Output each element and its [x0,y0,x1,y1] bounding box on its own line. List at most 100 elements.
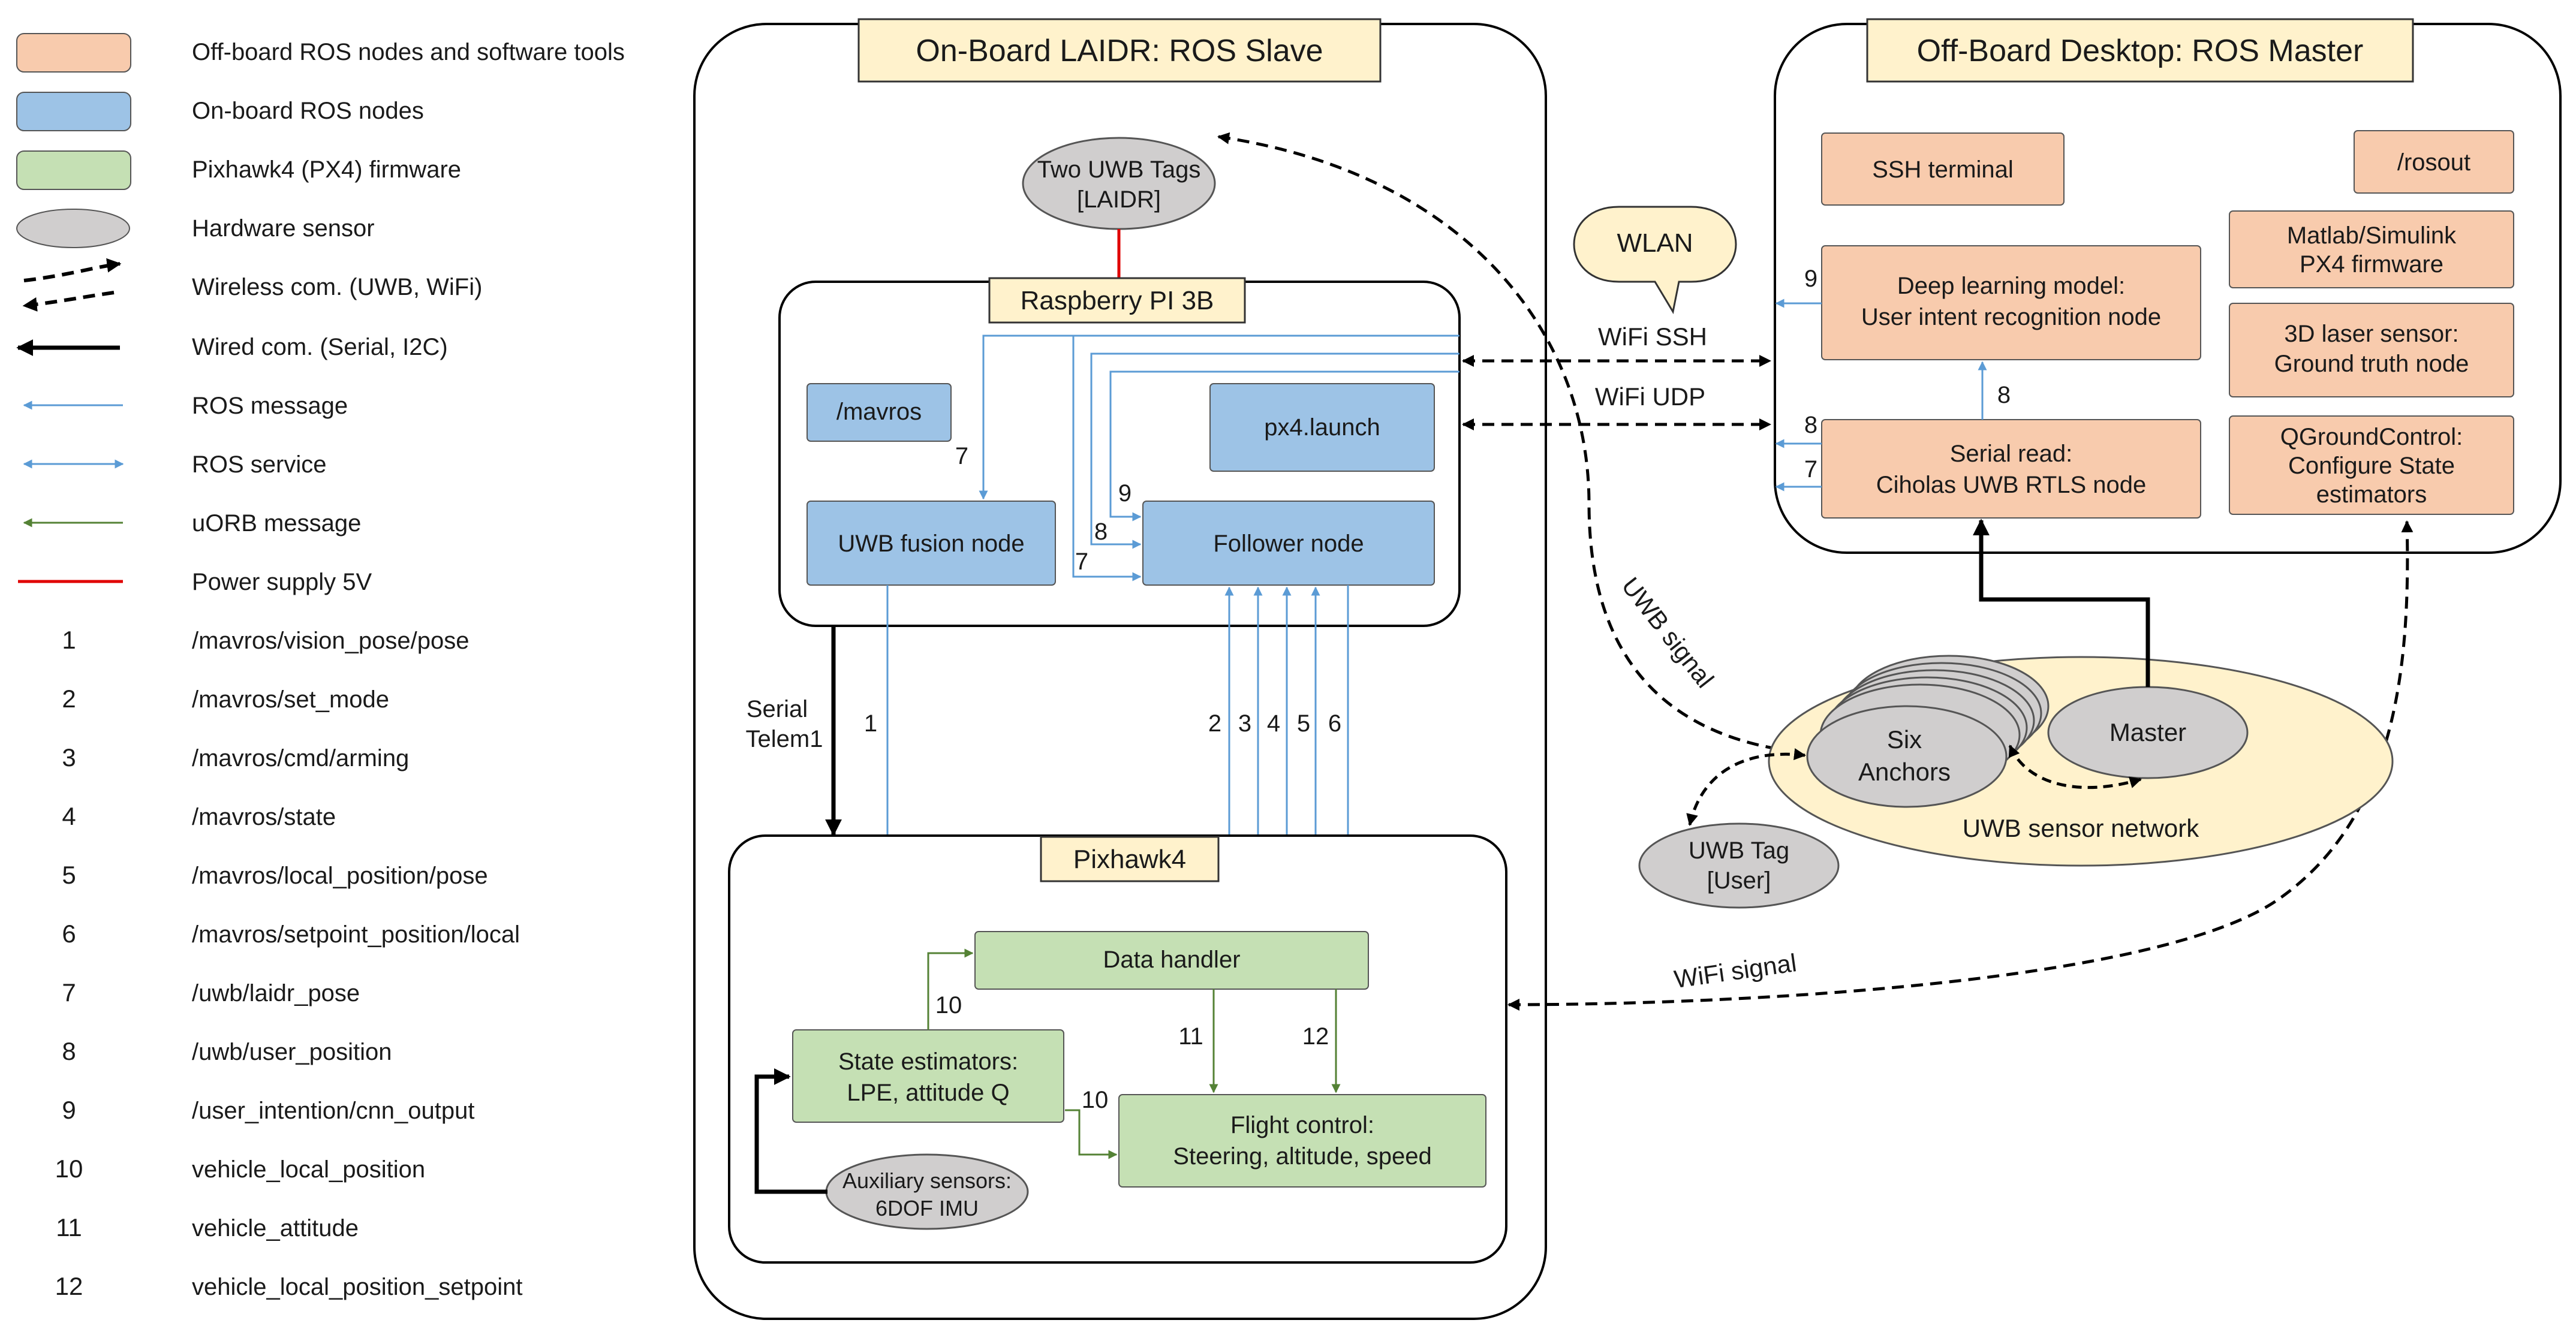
topic-name: vehicle_local_position_setpoint [192,1274,522,1300]
flight-control-line1: Flight control: [1230,1112,1374,1138]
uwb-tag-user-line2: [User] [1707,867,1771,894]
edge-label-7a: 7 [955,443,968,469]
legend-label: On-board ROS nodes [192,98,424,124]
topic-number: 9 [62,1096,76,1124]
wifi-signal-label: WiFi signal [1672,948,1798,993]
deep-learning-line1: Deep learning model: [1897,273,2125,299]
edge-label-9: 9 [1118,480,1131,507]
edge-label-12: 12 [1302,1023,1329,1050]
uwb-fusion-label: UWB fusion node [838,531,1024,557]
uwb-tags-laidr [1022,137,1216,230]
topic-number: 10 [55,1155,83,1183]
data-handler-label: Data handler [1103,947,1240,973]
ssh-terminal-node [1821,132,2065,206]
state-estimators-line1: State estimators: [838,1048,1018,1075]
topic-name: vehicle_local_position [192,1156,425,1183]
edge-label-10a: 10 [935,992,962,1018]
topic-number: 12 [55,1272,83,1300]
wlan-callout [1573,206,1737,315]
topic-number: 1 [62,626,76,654]
legend-swatch-orange [16,33,131,73]
uwb-tags-line2: [LAIDR] [1077,186,1161,213]
flight-control-line2: Steering, altitude, speed [1173,1143,1431,1170]
edge-label-5: 5 [1297,710,1310,737]
uorb-10-to-data-handler [927,948,974,1030]
matlab-line1: Matlab/Simulink [2287,222,2457,249]
laser-line1: 3D laser sensor: [2284,321,2458,347]
topic-number: 8 [62,1037,76,1065]
topic-name: /uwb/laidr_pose [192,980,360,1006]
edge-label-7-out: 7 [1804,456,1817,483]
anchor-master-link [2008,745,2142,789]
pixhawk-title: Pixhawk4 [1073,845,1186,874]
ssh-terminal-label: SSH terminal [1872,156,2014,183]
state-estimators-node [792,1029,1064,1123]
laser-sensor-node [2229,303,2514,397]
topic-number: 11 [56,1213,82,1241]
uwb-master-label: Master [2109,718,2186,746]
master-to-serial-read [1973,519,2150,687]
edge-label-9-out: 9 [1804,266,1817,292]
topic-name: /mavros/cmd/arming [192,745,409,772]
user-tag-anchor-link [1686,748,1806,826]
data-handler-node [974,931,1369,990]
aux-sensors-line2: 6DOF IMU [875,1196,979,1221]
edge-label-8-out: 8 [1804,412,1817,438]
serial-read-line1: Serial read: [1950,441,2073,467]
legend: Off-board ROS nodes and software tools O… [16,33,625,1300]
legend-swatch-blue [16,92,131,131]
mavros-node [806,383,952,442]
edge-label-6: 6 [1328,710,1341,737]
wifi-udp-label: WiFi UDP [1595,382,1705,411]
edge-label-10b: 10 [1082,1087,1109,1113]
six-anchors [1806,705,2008,808]
legend-swatch-green [16,150,131,190]
topic-name: /user_intention/cnn_output [192,1098,474,1124]
aux-sensors-line1: Auxiliary sensors: [842,1168,1012,1193]
rosout-node [2354,130,2514,194]
onboard-title: On-Board LAIDR: ROS Slave [916,34,1323,68]
wifi-ssh-label: WiFi SSH [1598,323,1707,351]
qgc-line1: QGroundControl: [2280,424,2463,450]
matlab-line2: PX4 firmware [2300,251,2443,278]
edge-label-11: 11 [1178,1023,1203,1050]
topic-number: 4 [62,802,76,830]
offboard-title: Off-Board Desktop: ROS Master [1917,34,2364,68]
qgc-line2: Configure State [2288,453,2455,479]
legend-swatch-dashed-double-arrow [23,258,122,282]
serial-label-line1: Serial [747,696,808,722]
uwb-signal-label: UWB signal [1616,572,1719,693]
deep-learning-line2: User intent recognition node [1861,304,2161,330]
topic-name: /mavros/vision_pose/pose [192,628,469,654]
anchors-line1: Six [1887,725,1922,754]
topic-number: 2 [62,685,76,713]
legend-label: Wireless com. (UWB, WiFi) [192,274,482,300]
topic-number: 7 [62,978,76,1006]
edge-label-3: 3 [1238,710,1251,737]
topic-name: /uwb/user_position [192,1039,392,1065]
uwb-tag-user [1638,822,1840,909]
legend-label: Off-board ROS nodes and software tools [192,39,625,65]
topic-number: 6 [62,920,76,948]
legend-label: Hardware sensor [192,215,375,242]
uwb-fusion-node [806,501,1056,586]
legend-label: Pixhawk4 (PX4) firmware [192,156,461,183]
edge-label-4: 4 [1267,710,1280,737]
rpi-title: Raspberry PI 3B [1021,286,1214,315]
edge-label-1: 1 [864,710,877,737]
mavros-node-label: /mavros [836,399,922,425]
rpi-title-box [988,277,1246,324]
legend-label: uORB message [192,510,361,537]
qgroundcontrol-node [2229,415,2514,515]
anchors-line2: Anchors [1858,758,1951,786]
serial-label-line2: Telem1 [746,726,823,752]
qgc-line3: estimators [2316,481,2427,508]
deep-learning-node [1821,245,2201,360]
uwb-tag-user-line1: UWB Tag [1689,837,1789,864]
px4-launch-label: px4.launch [1264,414,1380,441]
serial-read-node [1821,419,2201,519]
ros-message-7-to-follower [1072,336,1142,581]
laser-line2: Ground truth node [2274,351,2469,377]
topic-name: /mavros/state [192,804,336,830]
